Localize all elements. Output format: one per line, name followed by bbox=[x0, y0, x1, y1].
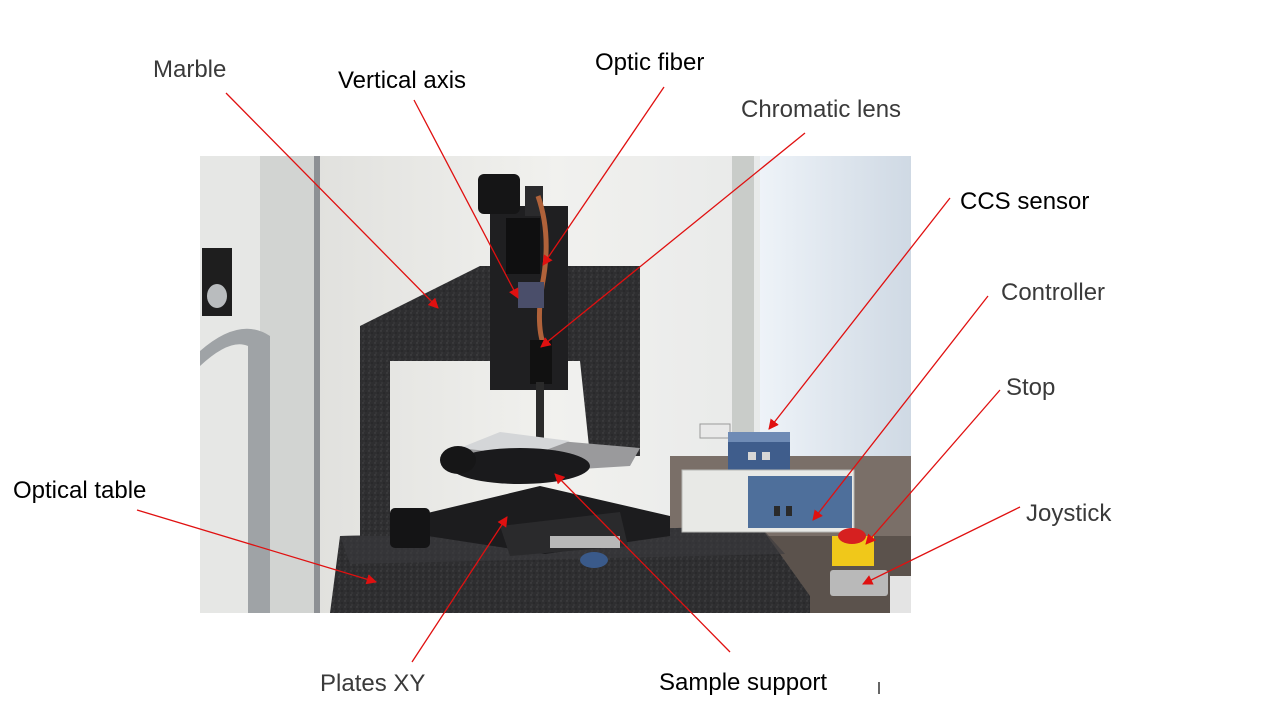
label-vertical-axis: Vertical axis bbox=[338, 67, 467, 94]
label-plates-xy: Plates XY bbox=[320, 670, 426, 697]
label-ccs-sensor: CCS sensor bbox=[960, 188, 1090, 215]
joystick-box bbox=[830, 570, 888, 596]
label-stop: Stop bbox=[1006, 374, 1056, 401]
label-optic-fiber: Optic fiber bbox=[595, 49, 705, 76]
label-marble: Marble bbox=[153, 56, 227, 83]
label-joystick: Joystick bbox=[1026, 500, 1112, 527]
instrument-photo bbox=[200, 156, 911, 613]
label-chromatic-lens: Chromatic lens bbox=[741, 96, 902, 123]
label-optical-table: Optical table bbox=[13, 477, 147, 504]
chromatic-lens bbox=[530, 340, 552, 384]
label-sample-support: Sample support bbox=[659, 669, 828, 696]
label-controller: Controller bbox=[1001, 279, 1106, 306]
